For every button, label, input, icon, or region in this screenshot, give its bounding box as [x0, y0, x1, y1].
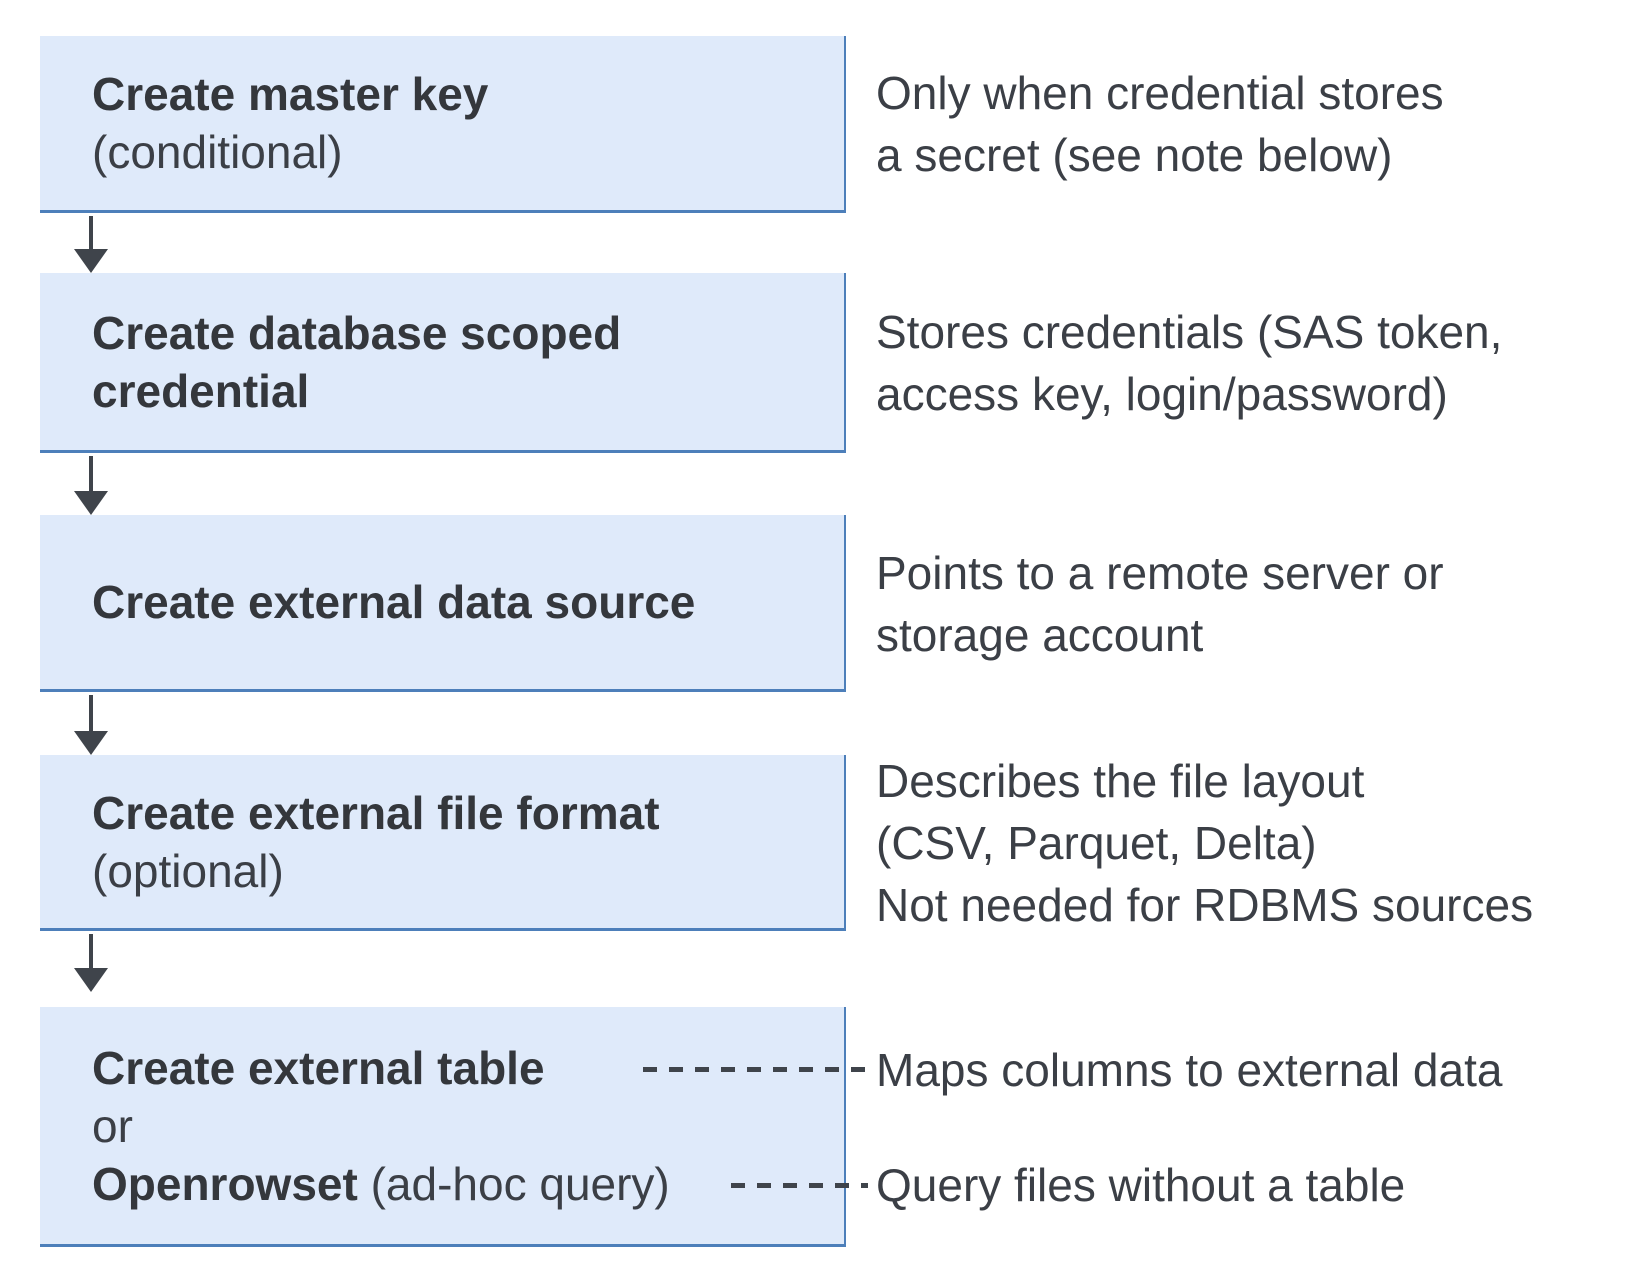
- note-line: Maps columns to external data: [876, 1044, 1503, 1096]
- step-title-line2: credential: [92, 364, 310, 417]
- arrow-shaft: [89, 695, 93, 731]
- note-line: (CSV, Parquet, Delta): [876, 817, 1317, 869]
- down-arrow-icon: [72, 456, 110, 515]
- note-external-table: Maps columns to external data: [876, 1039, 1502, 1101]
- step-box-create-external-table-or-openrowset: Create external table or Openrowset (ad-…: [40, 1007, 846, 1247]
- note-external-data-source: Points to a remote server or storage acc…: [876, 542, 1444, 666]
- step-title-line3-regular: (ad-hoc query): [357, 1157, 670, 1210]
- step-subtitle: (conditional): [92, 126, 343, 178]
- note-line: Points to a remote server or: [876, 547, 1444, 599]
- dashed-connector-line: [731, 1183, 868, 1188]
- note-line: a secret (see note below): [876, 129, 1393, 181]
- step-box-create-database-scoped-credential: Create database scoped credential: [40, 273, 846, 453]
- step-title-line1: Create external table: [92, 1041, 545, 1094]
- dashed-connector-line: [643, 1067, 868, 1072]
- step-title: Create external file format: [92, 786, 660, 839]
- down-arrow-icon: [72, 695, 110, 755]
- step-box-create-external-data-source: Create external data source: [40, 515, 846, 692]
- step-title-line2: or: [92, 1099, 133, 1152]
- step-title-line3-bold: Openrowset: [92, 1157, 358, 1210]
- down-arrow-icon: [72, 934, 110, 992]
- step-subtitle: (optional): [92, 844, 284, 897]
- note-line: Query files without a table: [876, 1159, 1406, 1211]
- arrow-shaft: [89, 934, 93, 968]
- arrow-head: [74, 968, 108, 992]
- note-line: Describes the file layout: [876, 755, 1365, 807]
- arrow-head: [74, 731, 108, 755]
- arrow-shaft: [89, 216, 93, 249]
- note-master-key: Only when credential stores a secret (se…: [876, 62, 1444, 186]
- down-arrow-icon: [72, 216, 110, 273]
- arrow-head: [74, 491, 108, 515]
- note-external-file-format: Describes the file layout (CSV, Parquet,…: [876, 750, 1533, 936]
- note-line: Only when credential stores: [876, 67, 1444, 119]
- note-openrowset: Query files without a table: [876, 1154, 1405, 1216]
- note-database-scoped-credential: Stores credentials (SAS token, access ke…: [876, 301, 1502, 425]
- step-title-line1: Create database scoped: [92, 306, 622, 359]
- step-title: Create external data source: [92, 576, 696, 628]
- arrow-shaft: [89, 456, 93, 491]
- note-line: access key, login/password): [876, 368, 1448, 420]
- note-line: storage account: [876, 609, 1204, 661]
- step-title: Create master key: [92, 68, 489, 120]
- step-box-create-master-key: Create master key (conditional): [40, 36, 846, 213]
- step-box-create-external-file-format: Create external file format (optional): [40, 755, 846, 931]
- arrow-head: [74, 249, 108, 273]
- note-line: Not needed for RDBMS sources: [876, 879, 1534, 931]
- note-line: Stores credentials (SAS token,: [876, 306, 1503, 358]
- step-title-line3: Openrowset (ad-hoc query): [92, 1155, 844, 1213]
